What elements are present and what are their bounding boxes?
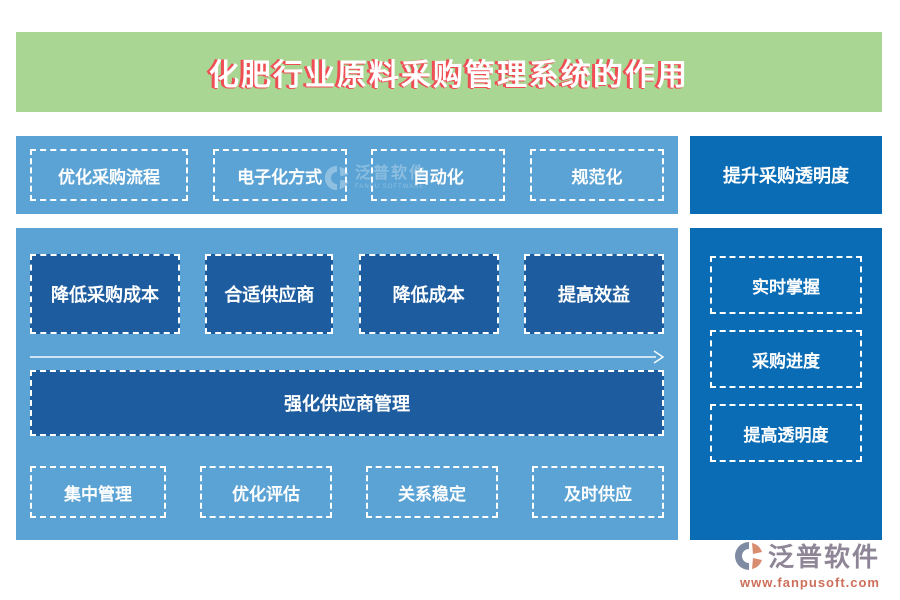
footer-brand: 泛普软件 www.fanpusoft.com: [734, 537, 880, 590]
supplier-box-timely-supply: 及时供应: [532, 466, 664, 518]
supplier-box-stable-relationship: 关系稳定: [366, 466, 498, 518]
supplier-box-centralized-management: 集中管理: [30, 466, 166, 518]
feature-box-standardization: 规范化: [529, 149, 664, 201]
transparency-box-procurement-progress: 采购进度: [710, 330, 862, 388]
benefit-row: 降低采购成本 合适供应商 降低成本 提高效益: [30, 254, 664, 334]
transparency-box-realtime-grasp: 实时掌握: [710, 256, 862, 314]
supplier-box-optimized-evaluation: 优化评估: [200, 466, 332, 518]
process-feature-strip: 优化采购流程 电子化方式 自动化 规范化: [16, 136, 678, 214]
feature-box-optimize-process: 优化采购流程: [30, 149, 188, 201]
flow-arrow: [30, 350, 664, 364]
transparency-header-box: 提升采购透明度: [690, 136, 882, 214]
supplier-row: 集中管理 优化评估 关系稳定 及时供应: [30, 466, 664, 518]
page-title: 化肥行业原料采购管理系统的作用: [209, 59, 689, 92]
supplier-management-box: 强化供应商管理: [30, 370, 664, 436]
fanpu-logo-icon: [734, 541, 762, 570]
feature-box-automation: 自动化: [371, 149, 506, 201]
benefit-box-improve-efficiency: 提高效益: [523, 254, 664, 334]
feature-box-electronic: 电子化方式: [212, 149, 347, 201]
footer-brand-name: 泛普软件: [767, 542, 880, 572]
benefit-box-suitable-supplier: 合适供应商: [205, 254, 334, 334]
transparency-panel: 实时掌握 采购进度 提高透明度: [690, 228, 882, 540]
benefit-box-lower-cost: 降低成本: [358, 254, 499, 334]
main-panel: 降低采购成本 合适供应商 降低成本 提高效益 强化供应商管理 集中管理 优化评估…: [16, 228, 678, 540]
header-banner: 化肥行业原料采购管理系统的作用: [16, 32, 882, 112]
footer-brand-url: www.fanpusoft.com: [739, 575, 880, 590]
benefit-box-lower-procurement-cost: 降低采购成本: [30, 254, 180, 334]
transparency-box-improve-transparency: 提高透明度: [710, 404, 862, 462]
